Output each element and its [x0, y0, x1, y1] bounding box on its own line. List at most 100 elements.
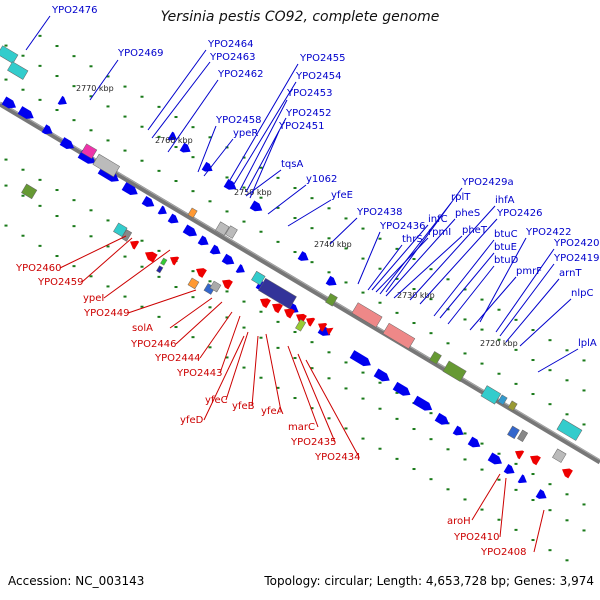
tick-dot [72, 265, 76, 268]
gene-label: yfeD [180, 415, 204, 426]
tick-dot [395, 457, 399, 460]
gene-feature [552, 448, 567, 463]
tick-dot [344, 247, 348, 250]
tick-dot [89, 95, 93, 98]
leader-line [265, 333, 282, 412]
reverse-gene [562, 468, 573, 479]
tick-dot [463, 432, 467, 435]
leader-line [305, 359, 360, 458]
tick-dot [259, 310, 263, 313]
tick-dot [565, 349, 569, 352]
gene-feature [351, 302, 383, 328]
reverse-gene-labels: YPO2460 YPO2459 ypeI YPO2449 solA YPO244… [15, 263, 526, 558]
tick-dot [497, 338, 501, 341]
kbp-label: 2720 kbp [480, 339, 518, 348]
tick-dot [514, 318, 518, 321]
tick-dot [344, 387, 348, 390]
page-title: Yersinia pestis CO92, complete genome [160, 9, 440, 25]
gene-feature [121, 229, 133, 242]
tick-dot [259, 196, 263, 199]
tick-dot [174, 180, 178, 183]
tick-dot [89, 129, 93, 132]
tick-dot [463, 352, 467, 355]
tick-dot [395, 417, 399, 420]
gene-label: solA [132, 323, 153, 334]
tick-dot [395, 277, 399, 280]
tick-dot [191, 156, 195, 159]
tick-dot [582, 529, 586, 532]
tick-dot [157, 275, 161, 278]
forward-gene [167, 213, 179, 224]
forward-gene [535, 489, 547, 499]
gene-feature [480, 385, 502, 405]
tick-dot [89, 235, 93, 238]
leader-line [367, 244, 403, 291]
leader-line [127, 289, 197, 314]
leader-line [245, 169, 282, 197]
gene-feature [209, 280, 222, 293]
tick-dot [38, 244, 42, 247]
leader-line [479, 237, 527, 323]
gene-label: YPO2410 [453, 532, 499, 543]
leader-line [357, 231, 381, 285]
genome-info-text: Topology: circular; Length: 4,653,728 bp… [264, 574, 594, 588]
gene-label: YPO2434 [314, 452, 360, 463]
tick-dot [497, 308, 501, 311]
gene-feature [7, 61, 29, 80]
leader-line [471, 473, 501, 521]
tick-dot [327, 271, 331, 274]
tick-dot [344, 281, 348, 284]
forward-gene [297, 251, 309, 261]
gene-label: YPO2469 [117, 48, 163, 59]
genome-map[interactable]: 2770 kbp 2760 kbp 2750 kbp 2740 kbp 2730… [0, 0, 600, 570]
leader-line [89, 59, 119, 101]
tick-dot [140, 159, 144, 162]
gene-feature [295, 319, 307, 332]
tick-dot [21, 88, 25, 91]
tick-dot [310, 197, 314, 200]
forward-gene [503, 464, 515, 474]
tick-dot [89, 209, 93, 212]
gene-label: yfeE [331, 190, 353, 201]
tick-dot [327, 417, 331, 420]
tick-dot [412, 258, 416, 261]
tick-dot [140, 239, 144, 242]
tick-dot [446, 308, 450, 311]
tick-dot [72, 55, 76, 58]
leader-line [433, 239, 495, 317]
forward-gene-labels: YPO2476 YPO2469 YPO2464 YPO2463 YPO2462 … [51, 5, 599, 349]
tick-dot [429, 268, 433, 271]
gene-label: yfeA [261, 406, 284, 417]
gene-label: yfeC [205, 395, 228, 406]
tick-dot [174, 146, 178, 149]
tick-dot [55, 215, 59, 218]
leader-line [229, 63, 299, 181]
gene-feature [517, 429, 529, 442]
gene-feature [113, 222, 128, 237]
tick-dot [378, 301, 382, 304]
tick-dot [123, 255, 127, 258]
tick-dot [225, 290, 229, 293]
tick-dot [429, 412, 433, 415]
tick-dot [208, 306, 212, 309]
tick-dot [412, 288, 416, 291]
tick-dot [548, 509, 552, 512]
gene-label: YPO2453 [286, 88, 332, 99]
tick-dot [157, 135, 161, 138]
tick-dot [4, 224, 8, 227]
tick-dot [480, 508, 484, 511]
leader-line [151, 61, 211, 139]
tick-dot [497, 478, 501, 481]
tick-dot [429, 438, 433, 441]
tick-dot [191, 270, 195, 273]
forward-gene [59, 137, 75, 149]
reverse-gene [284, 308, 295, 319]
gene-label: YPO2454 [295, 71, 341, 82]
tick-dot [276, 386, 280, 389]
gene-feature [0, 45, 19, 64]
tick-dot [106, 219, 110, 222]
gene-label: YPO2476 [51, 5, 97, 16]
tick-dot [123, 115, 127, 118]
tick-dot [480, 442, 484, 445]
tick-dot [565, 559, 569, 562]
